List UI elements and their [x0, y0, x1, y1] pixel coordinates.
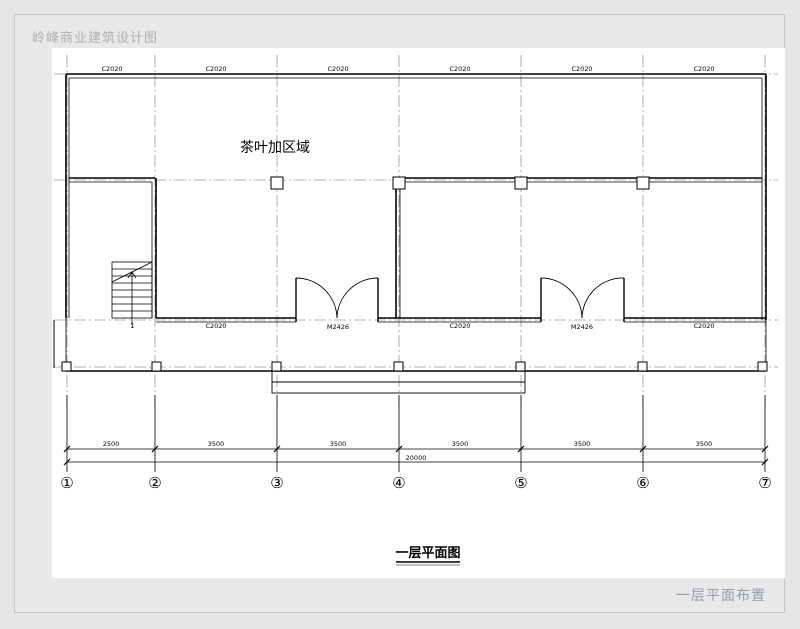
axis-marker: ⑦ — [758, 474, 771, 492]
stair — [111, 261, 153, 325]
window-labels-top: C2020 C2020 C2020 C2020 C2020 C2020 — [101, 65, 714, 73]
dimension-span: 3500 — [208, 440, 225, 448]
door-label: M2426 — [571, 323, 593, 331]
axis-marker: ④ — [392, 474, 405, 492]
window-label: C2020 — [449, 322, 470, 330]
room-label: 茶叶加区域 — [240, 140, 310, 156]
dimension-span: 3500 — [452, 440, 469, 448]
window-label: C2020 — [327, 65, 348, 73]
stair-mark: 1 — [130, 322, 134, 330]
dimension-span: 3500 — [574, 440, 591, 448]
door-label: M2426 — [327, 323, 349, 331]
floor-plan: 1 C2020 C2020 C2020 C2020 C2020 C2020 C2… — [53, 55, 778, 566]
axis-marker: ② — [148, 474, 161, 492]
dimension-ticks — [63, 445, 769, 466]
dimension-span: 3500 — [330, 440, 347, 448]
window-labels-front: C2020 C2020 C2020 M2426 M2426 — [205, 322, 714, 331]
plan-title: 一层平面图 — [395, 546, 460, 561]
window-label: C2020 — [693, 322, 714, 330]
drawing-canvas: 1 C2020 C2020 C2020 C2020 C2020 C2020 C2… — [52, 48, 785, 578]
window-label: C2020 — [205, 65, 226, 73]
axis-marker: ⑤ — [514, 474, 527, 492]
dimension-span: 3500 — [696, 440, 713, 448]
window-label: C2020 — [205, 322, 226, 330]
axis-markers: ① ② ③ ④ ⑤ ⑥ ⑦ — [60, 474, 771, 492]
columns — [61, 176, 768, 372]
door-swings — [295, 277, 625, 319]
site-title: 岭峰商业建筑设计图 — [32, 31, 159, 46]
page-caption: 一层平面布置 — [676, 588, 766, 604]
window-label: C2020 — [101, 65, 122, 73]
window-label: C2020 — [571, 65, 592, 73]
dimension-span: 2500 — [103, 440, 120, 448]
axis-marker: ⑥ — [636, 474, 649, 492]
dimension-values: 2500 3500 3500 3500 3500 3500 20000 — [103, 440, 713, 462]
window-label: C2020 — [449, 65, 470, 73]
dimension-total: 20000 — [406, 454, 427, 462]
entrance-steps — [271, 370, 526, 394]
dimension-lines — [66, 395, 766, 472]
axis-marker: ③ — [270, 474, 283, 492]
window-label: C2020 — [693, 65, 714, 73]
walls — [53, 73, 767, 372]
axis-marker: ① — [60, 474, 73, 492]
axis-grid — [54, 55, 778, 410]
